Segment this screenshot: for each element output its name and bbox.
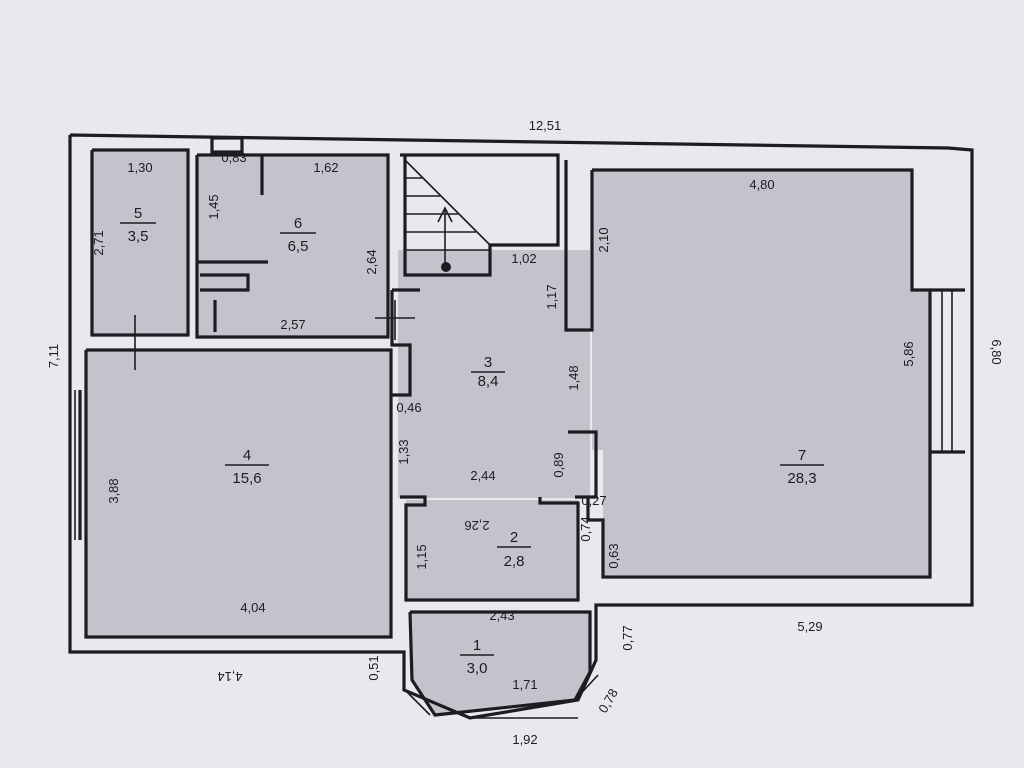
- room-3-fill: [398, 250, 590, 498]
- room-6-walls: [195, 153, 390, 339]
- dim-bay-right-offset: 0,77: [620, 625, 635, 650]
- room-5-walls: [90, 148, 190, 337]
- stair-start-dot: [441, 262, 451, 272]
- room-4-walls: [84, 348, 393, 639]
- dim-bottom-right-width: 5,29: [797, 619, 822, 634]
- dim-r7-small-3: 0,63: [606, 543, 621, 568]
- dim-r7-small-1: 0,27: [581, 493, 606, 508]
- dim-r3-width: 2,44: [470, 468, 495, 483]
- stair-diagonal: [404, 159, 491, 246]
- dim-r6-door: 0,83: [221, 150, 246, 165]
- room-7-fill: [592, 170, 930, 575]
- room-5-number: 5: [134, 205, 142, 222]
- dim-overall-width: 12,51: [529, 118, 562, 133]
- room-4-number: 4: [243, 447, 251, 464]
- dim-r5-height: 2,71: [91, 230, 106, 255]
- dim-r2-width-bottom: 2,43: [489, 608, 514, 623]
- dim-r7-height-top: 2,10: [596, 227, 611, 252]
- room-5-fill: [92, 150, 188, 335]
- dim-r7-height: 5,86: [901, 341, 916, 366]
- room-6-area: 6,5: [288, 238, 309, 255]
- dim-r4-height: 3,88: [106, 478, 121, 503]
- dim-bay-inner-width: 1,71: [512, 677, 537, 692]
- room-7-number: 7: [798, 447, 806, 464]
- interior-walls: [74, 136, 965, 719]
- room-1-window-left: [404, 689, 431, 716]
- room-3-number: 3: [484, 354, 492, 371]
- dim-r3-wall-1: 1,17: [544, 284, 559, 309]
- dim-r3-wall-5: 0,89: [551, 452, 566, 477]
- dim-bottom-left-width: 4,14: [217, 669, 242, 684]
- room-5-area: 3,5: [128, 228, 149, 245]
- room-4-area: 15,6: [232, 470, 261, 487]
- room-4-fill: [86, 350, 391, 637]
- room-1-area: 3,0: [467, 660, 488, 677]
- room-2-number: 2: [510, 529, 518, 546]
- dim-r6-width: 1,62: [313, 160, 338, 175]
- dim-left-height: 7,11: [46, 344, 61, 368]
- room-fills: [86, 150, 930, 715]
- dim-r7-small-2: 0,74: [578, 516, 593, 541]
- dim-r4-width: 4,04: [240, 600, 265, 615]
- room-3-left-wall: [390, 290, 412, 397]
- room-7-area: 28,3: [787, 470, 816, 487]
- room-2-area: 2,8: [504, 553, 525, 570]
- stair-arrow-head: [437, 206, 453, 223]
- dimension-labels: 12,51 6,80 7,11 4,14 5,29 1,92 1,71 0,51…: [46, 118, 1004, 747]
- room-1-fill: [410, 612, 590, 715]
- room-1-window-right: [574, 674, 599, 701]
- dim-bottom-bay-width: 1,92: [512, 732, 537, 747]
- dim-stair-width: 1,02: [511, 251, 536, 266]
- dim-r3-wall-2: 1,48: [566, 365, 581, 390]
- room-2-fill: [406, 500, 578, 600]
- room-7-walls: [586, 168, 932, 579]
- dim-r6-width-bottom: 2,57: [280, 317, 305, 332]
- dim-r6-height-right: 2,64: [364, 249, 379, 274]
- room-6-partition-c: [200, 273, 250, 292]
- dim-bay-left-offset: 0,51: [366, 655, 381, 680]
- dim-bay-diag: 0,78: [595, 686, 621, 715]
- room-3-right-upper: [564, 160, 594, 332]
- room-6-number: 6: [294, 215, 302, 232]
- room-1-number: 1: [473, 637, 481, 654]
- room-2-right: [568, 430, 598, 499]
- dim-overall-height: 6,80: [989, 339, 1004, 364]
- room-2-walls: [400, 495, 580, 602]
- room-labels: 1 3,0 2 2,8 3 8,4 4 15,6 5 3,5 6 6,5 7 2…: [120, 205, 824, 677]
- dim-r2-width-top: 2,26: [464, 518, 489, 533]
- dim-r5-width: 1,30: [127, 160, 152, 175]
- dim-r6-height-left: 1,45: [206, 194, 221, 219]
- room-6-door-top: [210, 136, 244, 154]
- dim-r3-wall-3: 0,46: [396, 400, 421, 415]
- dim-r3-wall-4: 1,33: [396, 439, 411, 464]
- room-3-area: 8,4: [478, 373, 499, 390]
- dim-r7-width-top: 4,80: [749, 177, 774, 192]
- dim-r2-height: 1,15: [414, 544, 429, 569]
